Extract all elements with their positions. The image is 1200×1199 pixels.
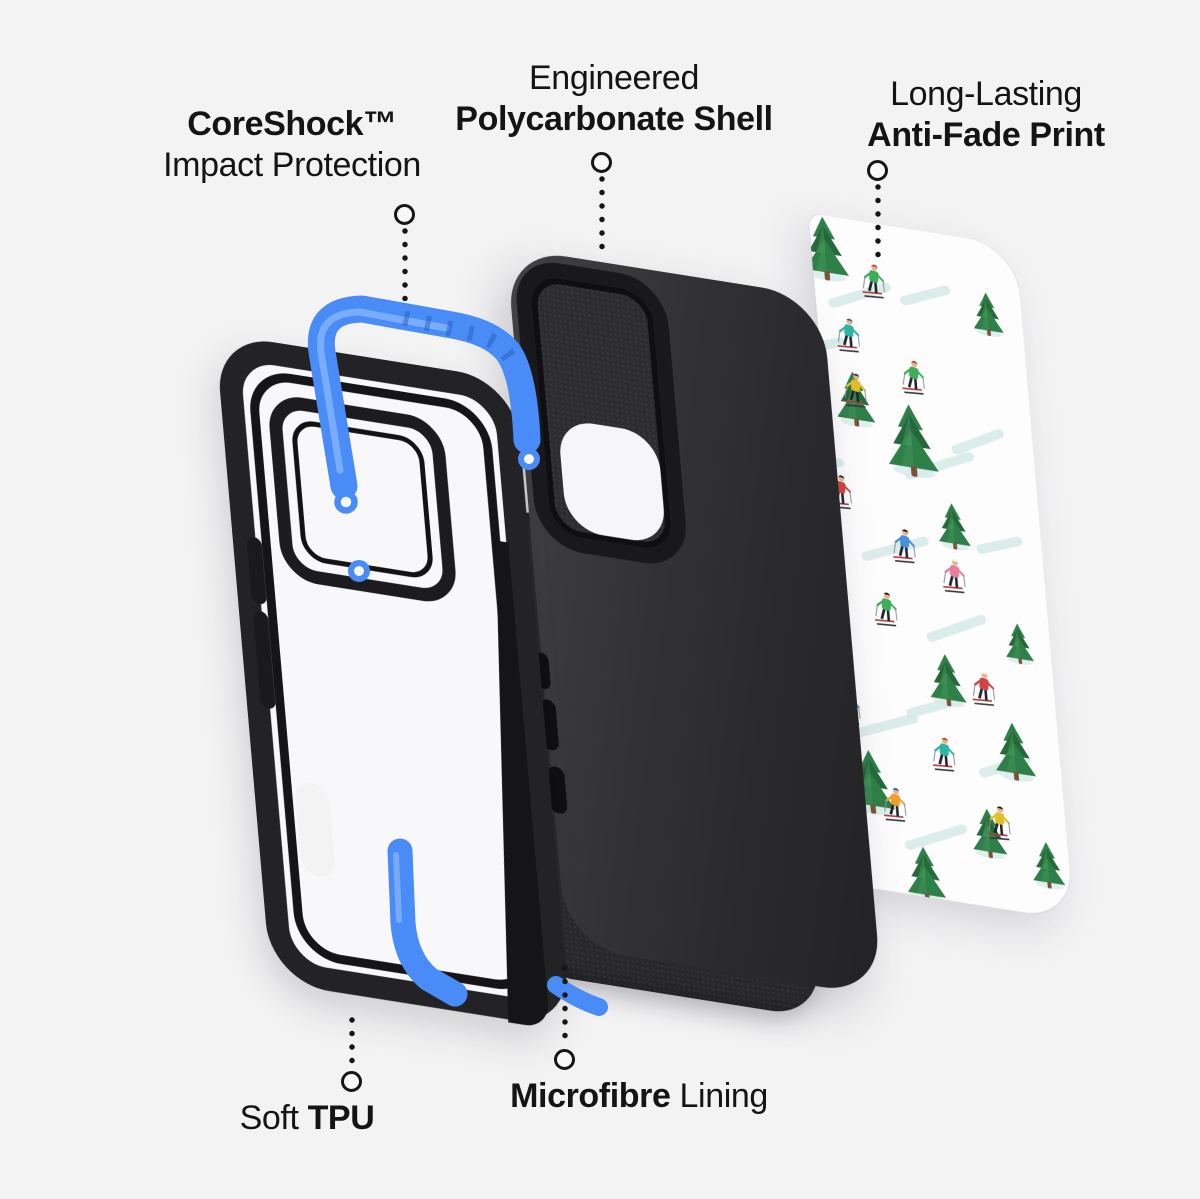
- label-text: Microfibre: [510, 1077, 671, 1115]
- pine-tree: [908, 846, 947, 903]
- snow-stroke: [904, 824, 968, 850]
- camera-cutout-ring: [512, 256, 690, 571]
- label-text: Long-Lasting: [890, 75, 1082, 113]
- label-text: Engineered: [529, 59, 699, 97]
- pine-tree: [888, 404, 939, 479]
- label-text: Polycarbonate Shell: [455, 100, 773, 138]
- label-text: Soft: [239, 1099, 308, 1137]
- label-text: Anti-Fade Print: [867, 116, 1105, 154]
- camera-through-hole: [557, 418, 667, 546]
- leader-dots-softtpu: [349, 1016, 355, 1068]
- leader-dots-polycarbonate: [599, 175, 605, 257]
- snow-stroke: [900, 285, 951, 306]
- leader-dots-coreshock: [402, 227, 408, 301]
- leader-ring-microfibre: [554, 1049, 575, 1070]
- pine-tree: [930, 654, 967, 708]
- callout-label-softtpu: Soft TPU: [240, 1098, 375, 1139]
- label-text: Lining: [670, 1077, 769, 1115]
- label-text: Impact Protection: [163, 146, 421, 184]
- label-text: CoreShock™: [187, 105, 397, 143]
- leader-ring-polycarbonate: [591, 152, 612, 173]
- skier: [893, 529, 916, 564]
- pine-tree: [1006, 623, 1035, 665]
- pine-tree: [973, 808, 1008, 859]
- snow-stroke: [976, 536, 1023, 554]
- label-text: TPU: [307, 1099, 375, 1137]
- bumper-grip-ribs: [402, 310, 521, 370]
- pine-tree: [973, 292, 1004, 337]
- leader-ring-antifade: [867, 160, 888, 181]
- pine-tree: [804, 216, 849, 282]
- snow-stroke: [951, 429, 1004, 455]
- skier: [883, 788, 907, 822]
- skier: [988, 806, 1011, 841]
- pine-tree: [938, 503, 971, 551]
- leader-ring-coreshock: [394, 204, 415, 225]
- tpu-case-layer: [215, 333, 571, 1030]
- skier: [874, 592, 898, 627]
- skier: [837, 318, 861, 353]
- skier: [972, 672, 996, 706]
- skier: [862, 264, 885, 299]
- polycarbonate-shell-layer: [506, 247, 883, 997]
- callout-label-microfibre: Microfibre Lining: [510, 1076, 768, 1117]
- case-camera-inner-rim: [290, 417, 435, 581]
- skier: [943, 559, 966, 594]
- snow-stroke: [926, 614, 987, 642]
- skier: [902, 360, 925, 395]
- pine-tree: [996, 722, 1037, 782]
- skier: [932, 737, 956, 772]
- skier: [844, 373, 867, 408]
- pine-tree: [1033, 842, 1066, 890]
- leader-ring-softtpu: [341, 1071, 362, 1092]
- snow-stroke: [845, 713, 919, 740]
